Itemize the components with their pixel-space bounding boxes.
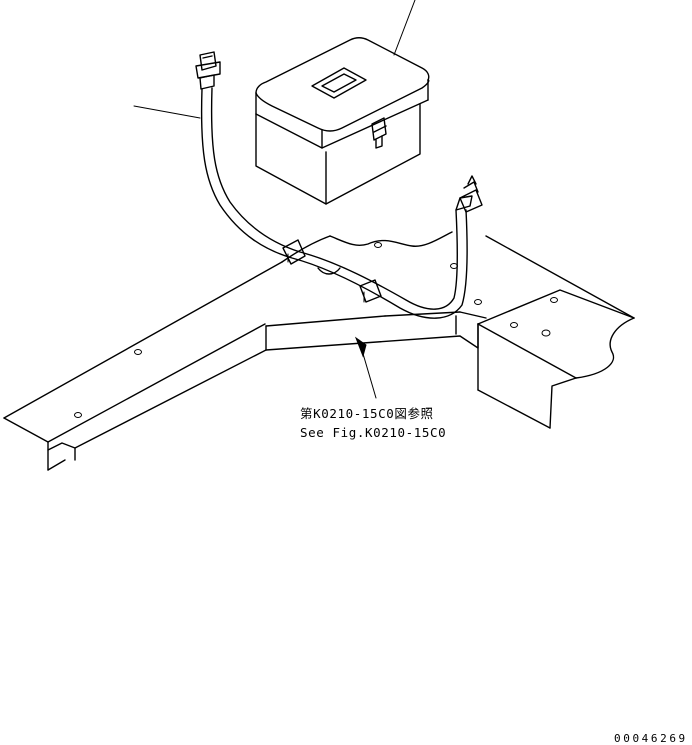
tool-box [255, 37, 430, 205]
clamp-3 [359, 279, 382, 303]
leader-lines [133, 0, 416, 399]
right-connector [455, 175, 483, 213]
clamp-1 [282, 239, 306, 265]
reference-label-jp: 第K0210-15C0図参照 [300, 406, 434, 421]
clamp-2 [317, 267, 341, 275]
left-connector [195, 51, 221, 90]
floor-frame [3, 231, 635, 471]
wire-harness [195, 51, 483, 319]
box-latch [371, 117, 387, 149]
drawing-number: 00046269 [614, 732, 688, 745]
reference-label-en: See Fig.K0210-15C0 [300, 425, 446, 440]
box-handle [311, 67, 367, 99]
